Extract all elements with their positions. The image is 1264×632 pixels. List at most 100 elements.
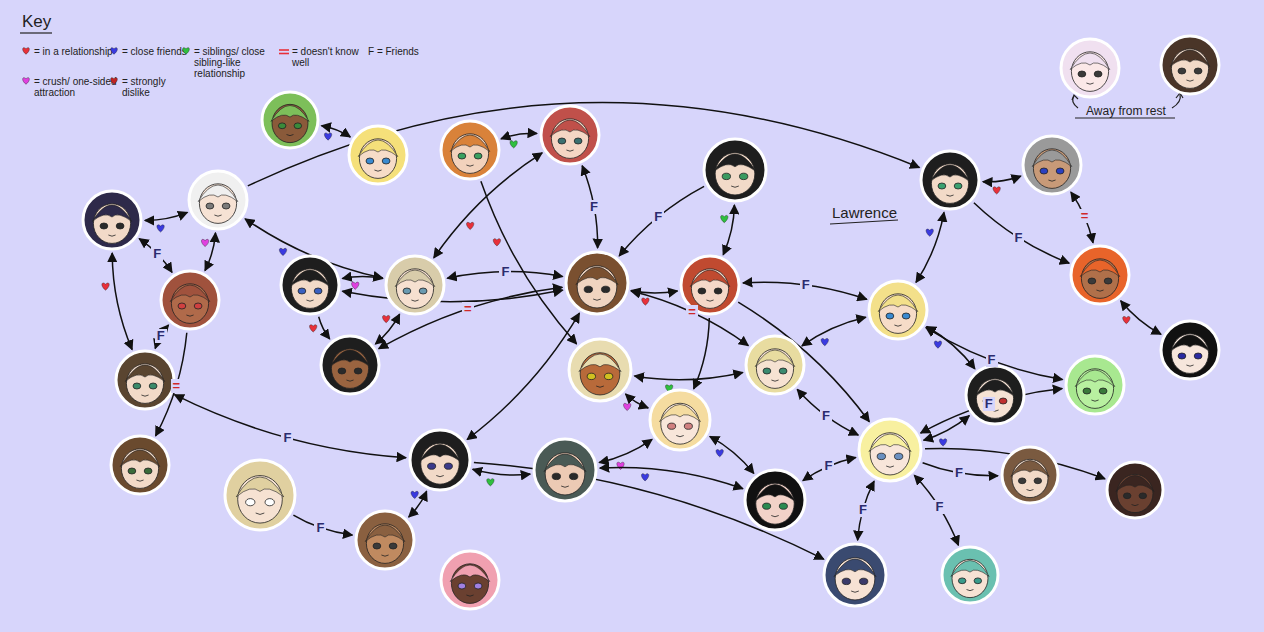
note-label: Away from rest (1086, 104, 1166, 118)
head-drawing (280, 255, 340, 315)
character-head (703, 138, 767, 202)
relation-heart (310, 325, 317, 332)
relation-heart (939, 439, 946, 446)
relation-heart (721, 215, 728, 222)
head-drawing (533, 438, 597, 502)
relation-heart (716, 450, 723, 457)
character-head (440, 120, 500, 180)
head-drawing (941, 546, 999, 604)
legend-text: = doesn't know well (292, 46, 376, 68)
edge-label: F (155, 329, 167, 343)
equals-sample (278, 46, 290, 57)
relation-arrow (619, 186, 704, 256)
note-arrow-head (1072, 95, 1078, 100)
head-drawing (224, 459, 296, 531)
character-head (868, 280, 928, 340)
relation-heart (467, 222, 474, 229)
head-drawing (261, 91, 319, 149)
relation-arrow (983, 176, 1021, 182)
relation-arrow (145, 212, 187, 220)
edge-label: F (281, 431, 293, 445)
relation-heart (642, 298, 649, 305)
legend-item: = siblings/ close sibling-like relations… (180, 46, 286, 79)
head-drawing (649, 389, 711, 451)
relation-heart (510, 141, 517, 148)
head-drawing (1060, 38, 1120, 98)
head-drawing (1001, 446, 1059, 504)
edge-label: F (499, 265, 511, 279)
key-underline (20, 32, 52, 33)
note-label: Lawrence (832, 204, 897, 221)
relation-arrow (155, 325, 168, 349)
character-head (649, 389, 711, 451)
relation-arrow (481, 181, 577, 344)
relation-arrow (467, 313, 579, 439)
relation-arrow (694, 318, 710, 389)
head-drawing (320, 335, 380, 395)
character-head (261, 91, 319, 149)
head-drawing (568, 338, 632, 402)
relation-arrow (1121, 301, 1161, 335)
legend-text: = siblings/ close sibling-like relations… (194, 46, 286, 79)
relation-heart (487, 479, 494, 486)
character-head (82, 190, 142, 250)
relation-heart (493, 239, 500, 246)
relation-arrow (175, 395, 407, 458)
character-head (160, 270, 220, 330)
character-head (385, 255, 445, 315)
head-drawing (385, 255, 445, 315)
head-drawing (409, 429, 471, 491)
relation-arrow (1071, 192, 1093, 243)
edge-label: F (857, 503, 869, 517)
relation-arrow (248, 103, 920, 186)
character-head (348, 125, 408, 185)
relation-arrow (635, 372, 743, 379)
character-head (565, 251, 629, 315)
character-head (1065, 355, 1125, 415)
relation-arrow (858, 481, 875, 540)
legend-text: F = Friends (368, 46, 419, 57)
head-drawing (1065, 355, 1125, 415)
edge-label: F (983, 397, 995, 411)
note-arrow (1073, 96, 1078, 108)
character-head (1022, 135, 1082, 195)
legend-item: = strongly dislike (108, 76, 194, 98)
edge-label: F (986, 353, 998, 367)
head-drawing (565, 251, 629, 315)
edge-label: F (820, 409, 832, 423)
relation-arrow (802, 317, 866, 346)
relation-arrow (803, 457, 856, 480)
relation-arrow (409, 491, 427, 517)
character-head (941, 546, 999, 604)
legend-text: = strongly dislike (122, 76, 194, 98)
legend-item: = in a relationship (20, 46, 113, 57)
head-drawing (1022, 135, 1082, 195)
relation-heart (624, 403, 631, 410)
relation-arrow (139, 239, 172, 273)
character-head (568, 338, 632, 402)
note-label: Key (22, 12, 51, 32)
relation-arrow (916, 212, 944, 282)
legend-text: = crush/ one-sided attraction (34, 76, 118, 98)
head-drawing (1106, 461, 1164, 519)
relation-arrow (474, 463, 824, 560)
relation-arrow (473, 469, 531, 475)
head-drawing (1070, 245, 1130, 305)
legend-item: F = Friends (368, 46, 419, 57)
legend-text: = close friends (122, 46, 187, 57)
character-head (409, 429, 471, 491)
head-drawing (115, 350, 175, 410)
character-head (540, 105, 600, 165)
character-head (110, 435, 170, 495)
character-head (745, 335, 805, 395)
head-drawing (188, 170, 248, 230)
character-head (440, 550, 500, 610)
edge-label: F (1013, 231, 1025, 245)
character-head (1070, 245, 1130, 305)
character-head (1160, 320, 1220, 380)
character-head (858, 418, 922, 482)
character-head (1106, 461, 1164, 519)
character-head (1160, 35, 1220, 95)
character-head (533, 438, 597, 502)
